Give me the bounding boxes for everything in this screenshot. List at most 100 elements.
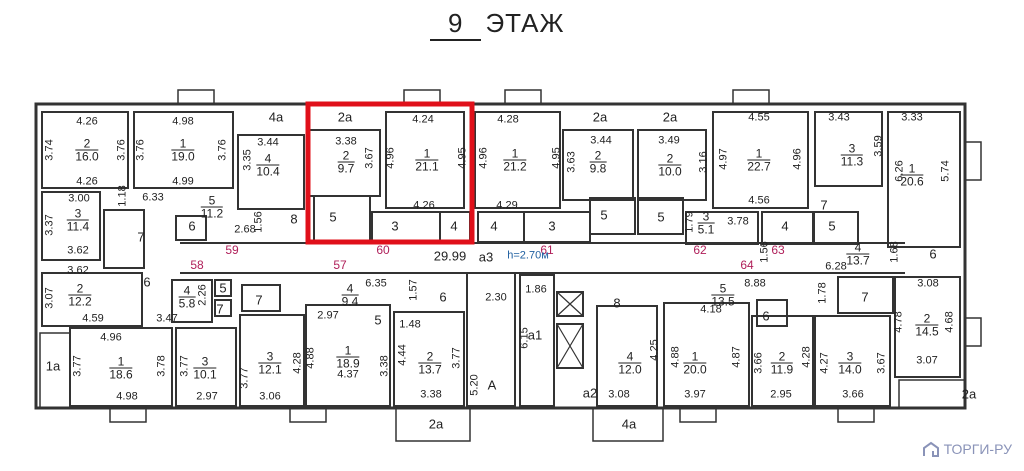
room-code: 4а [268, 109, 284, 125]
room-area: 14.0 [838, 362, 862, 377]
dimension-label: 3.00 [68, 192, 90, 205]
dimension-label: 3.78 [155, 355, 168, 377]
bottom-balcony [395, 407, 471, 442]
room-number: 2 [337, 150, 355, 163]
room-number: 2 [68, 283, 92, 296]
room-code: 2а [662, 109, 678, 125]
room-code: 5 [828, 218, 836, 234]
room-number: 2 [418, 351, 442, 364]
room-area: 9.7 [337, 161, 355, 176]
room-area: 9.8 [589, 161, 607, 176]
ceiling-height: h=2.70м [507, 249, 549, 262]
room-area: 18.6 [109, 367, 133, 382]
room-area: 11.3 [840, 154, 864, 169]
room-area: 20.6 [900, 174, 924, 189]
room-number: 2 [658, 153, 682, 166]
room-number: 1 [415, 148, 439, 161]
room-code: 2а [428, 416, 444, 432]
dimension-label: 4.78 [892, 311, 905, 333]
corridor-walls [180, 242, 905, 274]
room-code: 4 [781, 218, 789, 234]
room-number: 1 [683, 351, 707, 364]
dimension-label: 3.76 [134, 139, 147, 161]
dimension-label: 4.26 [76, 115, 98, 128]
dimension-label: 3.76 [115, 139, 128, 161]
logo: ТОРГИ-РУ [922, 441, 1012, 457]
dimension-label: 6.35 [365, 277, 387, 290]
room-area: 11.2 [200, 206, 224, 221]
room-code: а2 [582, 385, 598, 401]
room-area: 19.0 [171, 149, 195, 164]
room-code: А [487, 377, 497, 393]
room-number: 1 [171, 138, 195, 151]
room-area: 10.0 [658, 164, 682, 179]
dimension-label: 3.59 [872, 135, 885, 157]
room-area: 12.1 [258, 362, 282, 377]
dimension-label: 4.68 [943, 311, 956, 333]
room-area: 11.9 [770, 362, 794, 377]
logo-text: ТОРГИ-РУ [943, 441, 1012, 457]
dimension-label: 3.77 [450, 347, 463, 369]
room-code: 7 [255, 292, 263, 308]
dimension-label: 2.97 [317, 309, 339, 322]
dimension-label: 4.87 [730, 346, 743, 368]
room-code: 4а [621, 416, 637, 432]
room-area: 13.5 [711, 294, 735, 309]
dimension-label: 1.56 [252, 211, 265, 233]
room-area: 12.2 [68, 294, 92, 309]
elevator-large [556, 323, 584, 369]
dimension-label: 3.44 [590, 134, 612, 147]
dimension-label: 3.63 [565, 151, 578, 173]
room-code: 2а [961, 386, 977, 402]
room-code: 4 [490, 218, 498, 234]
room-number: 5 [200, 195, 224, 208]
dimension-label: 4.98 [172, 115, 194, 128]
room-code: 6 [439, 289, 447, 305]
dimension-label: 4.18 [700, 303, 722, 316]
room-code: 5 [657, 209, 665, 225]
top-balcony [177, 89, 215, 105]
dimension-label: 4.24 [412, 113, 434, 126]
room-number: 3 [697, 211, 715, 224]
room-area: 10.4 [256, 164, 280, 179]
room-number: 4 [178, 285, 196, 298]
dimension-label: 6.33 [142, 191, 164, 204]
dimension-label: 3.33 [901, 111, 923, 124]
room-number: 1 [503, 148, 527, 161]
room-number: 3 [840, 143, 864, 156]
room-code: 7 [137, 229, 145, 245]
room-number: 4 [341, 283, 359, 296]
dimension-label: 4.28 [800, 346, 813, 368]
house-logo-icon [922, 441, 939, 457]
dimension-label: 3.44 [257, 136, 279, 149]
dimension-label: 3.97 [684, 388, 706, 401]
dimension-label: 4.88 [304, 347, 317, 369]
dimension-label: 3.67 [875, 352, 888, 374]
corridor-label: а3 [478, 249, 494, 265]
room-number: 3 [193, 356, 217, 369]
dimension-label: 3.62 [67, 264, 89, 277]
apartment-number: 64 [740, 258, 754, 272]
room-number: 1 [747, 148, 771, 161]
dimension-label: 3.78 [727, 215, 749, 228]
room-number: 4 [618, 351, 642, 364]
room-number: 2 [589, 150, 607, 163]
apartment-number: 60 [376, 243, 390, 257]
room-code: 3 [391, 218, 399, 234]
dimension-label: 2.30 [485, 291, 507, 304]
room-area: 13.7 [846, 253, 870, 268]
dimension-label: 1.48 [399, 318, 421, 331]
dimension-label: 4.99 [172, 175, 194, 188]
room-number: 2 [915, 313, 939, 326]
